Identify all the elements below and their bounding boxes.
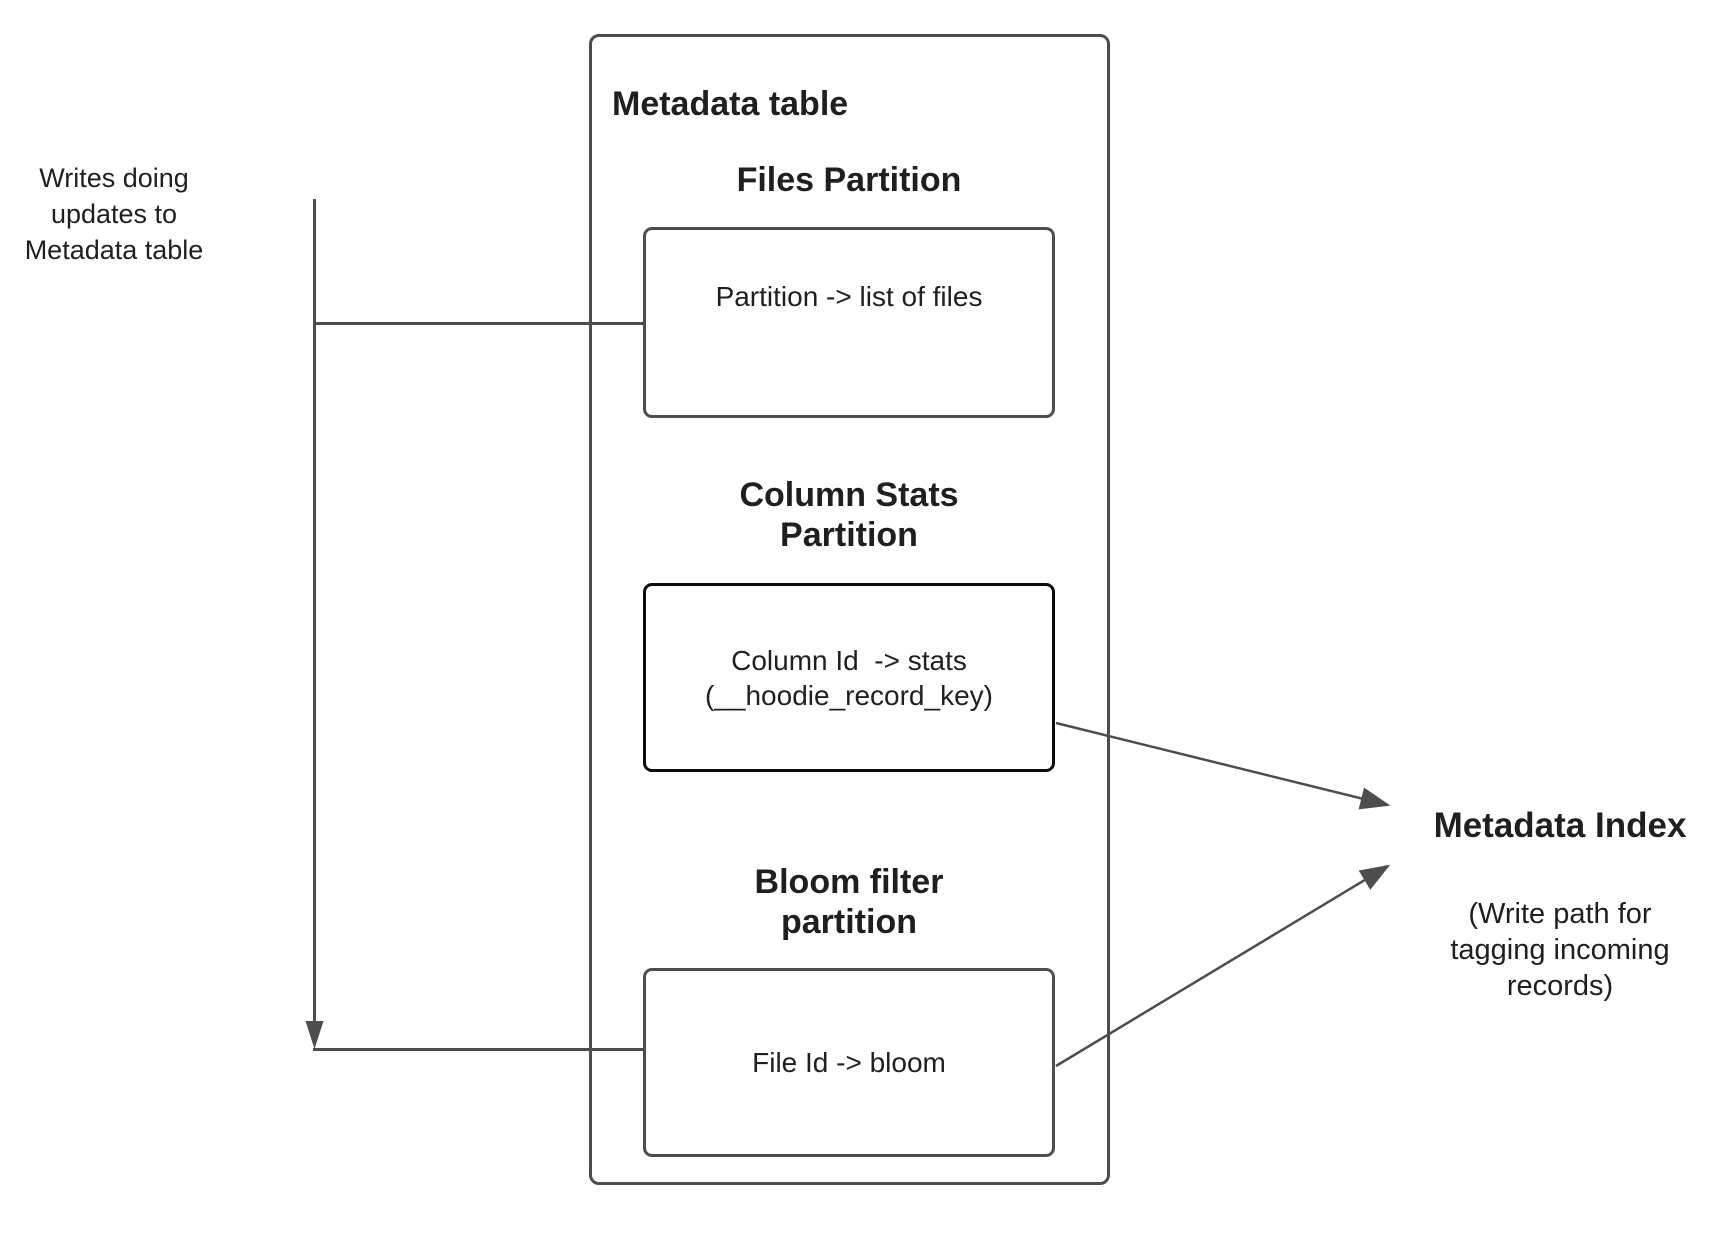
writes-note-label: Writes doing updates to Metadata table [24, 163, 204, 265]
writes-flow-down-arrowhead [305, 1021, 324, 1049]
bloom-filter-partition-box: File Id -> bloom [643, 968, 1055, 1157]
files-partition-box-text: Partition -> list of files [715, 281, 983, 312]
metadata-index-subtitle: (Write path for tagging incoming records… [1450, 898, 1670, 1002]
column-stats-partition-heading: Column Stats Partition [739, 476, 959, 554]
files-partition-heading: Files Partition [736, 161, 962, 199]
column-stats-partition-box-text: Column Id -> stats (__hoodie_record_key) [705, 644, 993, 711]
bloom-filter-partition-heading: Bloom filter partition [754, 863, 944, 941]
files-partition-box: Partition -> list of files [643, 227, 1055, 418]
column-stats-partition-box: Column Id -> stats (__hoodie_record_key) [643, 583, 1055, 772]
metadata-table-title: Metadata table [612, 85, 849, 123]
metadata-index-title: Metadata Index [1433, 806, 1687, 845]
bloom-filter-partition-box-text: File Id -> bloom [752, 1047, 946, 1078]
metadata-table-container [589, 34, 1110, 1185]
